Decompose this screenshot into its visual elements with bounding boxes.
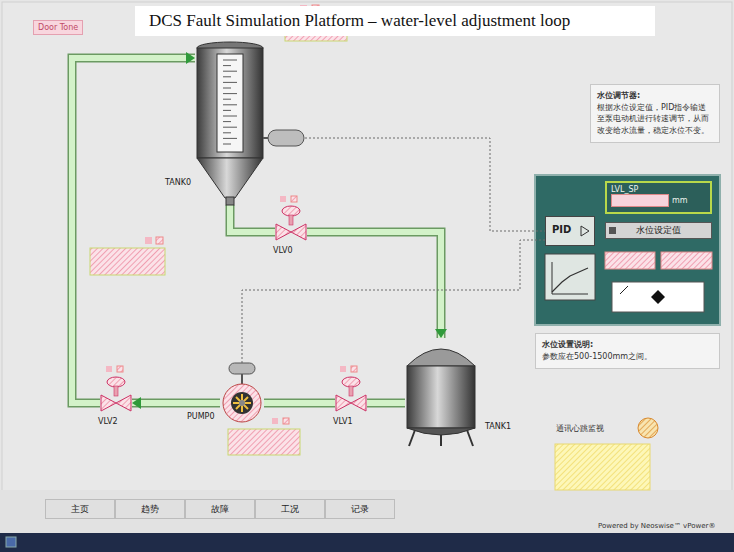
input-field xyxy=(611,194,669,207)
node-text: 趋势 xyxy=(116,500,184,518)
nav-tab: 主页 xyxy=(45,499,115,519)
valve-symbol xyxy=(335,376,367,414)
pipe-outline xyxy=(264,399,335,408)
node-text: 故障 xyxy=(186,500,254,518)
pump-symbol xyxy=(220,363,264,423)
node-text: mm xyxy=(672,196,688,205)
valve-symbol xyxy=(275,205,307,243)
pipe-connector xyxy=(132,397,220,409)
title: DCS Fault Simulation Platform – water-le… xyxy=(135,6,655,36)
node-text: LVL_SP xyxy=(611,185,706,194)
pipe-outline xyxy=(72,58,195,403)
node-text: 水位设置说明: xyxy=(542,339,713,350)
footer-credit: Powered by Neoswise™ vPower® xyxy=(598,522,715,530)
node-text: TANK0 xyxy=(165,178,191,187)
node-text: PID xyxy=(552,224,594,235)
arrowhead xyxy=(186,52,195,64)
pid-block: PID xyxy=(545,216,595,246)
signal-line xyxy=(242,240,545,363)
node-text: 水位调节器: xyxy=(597,90,713,101)
tank-symbol xyxy=(195,40,305,205)
status-label: 通讯心跳监视 xyxy=(556,423,604,434)
signal-connector xyxy=(242,240,545,363)
nav-tab: 故障 xyxy=(185,499,255,519)
note-box: 水位设置说明:参数应在500-1500mm之间。 xyxy=(535,333,720,369)
pipe-outline xyxy=(367,399,405,408)
tank: TANK1 xyxy=(405,338,477,446)
node-text: PUMP0 xyxy=(187,412,215,421)
setpoint-button: 水位设定值 xyxy=(605,222,712,239)
pipe-connector xyxy=(307,232,447,338)
pipe-fill xyxy=(230,205,275,232)
pipe-fill xyxy=(367,400,405,406)
node-text: TANK1 xyxy=(485,422,511,431)
node-text: 参数应在500-1500mm之间。 xyxy=(542,351,713,362)
node-text: 记录 xyxy=(326,500,394,518)
node-text: 工况 xyxy=(256,500,324,518)
nav-tab: 记录 xyxy=(325,499,395,519)
node-text: 水位设定值 xyxy=(606,223,711,238)
node-text: VLV2 xyxy=(98,417,118,426)
pipe-connector xyxy=(367,403,405,404)
setpoint-box: LVL_SPmm xyxy=(605,181,712,214)
signal-connector xyxy=(305,138,545,231)
signal-line xyxy=(305,138,545,231)
valve: VLV0 xyxy=(275,205,307,243)
nav-tab: 趋势 xyxy=(115,499,185,519)
pipe-fill xyxy=(307,232,441,338)
valve-symbol xyxy=(100,376,132,414)
button-label: Door Tone xyxy=(33,20,83,35)
pump: PUMP0 xyxy=(220,363,264,423)
pipe-outline xyxy=(307,232,441,338)
tank: TANK0 xyxy=(195,40,305,205)
button-icon xyxy=(609,227,616,234)
node-text: VLV0 xyxy=(273,246,293,255)
pipe-connector xyxy=(264,403,335,404)
tank-symbol xyxy=(405,338,477,446)
pipe-outline xyxy=(230,205,275,232)
pid-panel xyxy=(535,175,720,325)
pipe-fill xyxy=(264,400,335,406)
pipe-connector xyxy=(230,205,275,232)
pipe-connector xyxy=(72,52,195,403)
node-text: 根据水位设定值，PID指令输送至泵电动机进行转速调节，从而改变给水流量，稳定水位… xyxy=(597,102,713,136)
pipe-outline xyxy=(132,399,220,408)
node-text: 主页 xyxy=(46,500,114,518)
pipe-fill xyxy=(132,400,220,406)
valve: VLV2 xyxy=(100,376,132,414)
arrowhead xyxy=(435,329,447,338)
valve: VLV1 xyxy=(335,376,367,414)
node-text: VLV1 xyxy=(333,417,353,426)
pid-arrow xyxy=(580,225,590,237)
arrowhead xyxy=(132,397,141,409)
pipe-fill xyxy=(72,58,195,403)
note-box: 水位调节器:根据水位设定值，PID指令输送至泵电动机进行转速调节，从而改变给水流… xyxy=(590,84,720,143)
heartbeat-indicator xyxy=(555,418,658,490)
nav-tab: 工况 xyxy=(255,499,325,519)
